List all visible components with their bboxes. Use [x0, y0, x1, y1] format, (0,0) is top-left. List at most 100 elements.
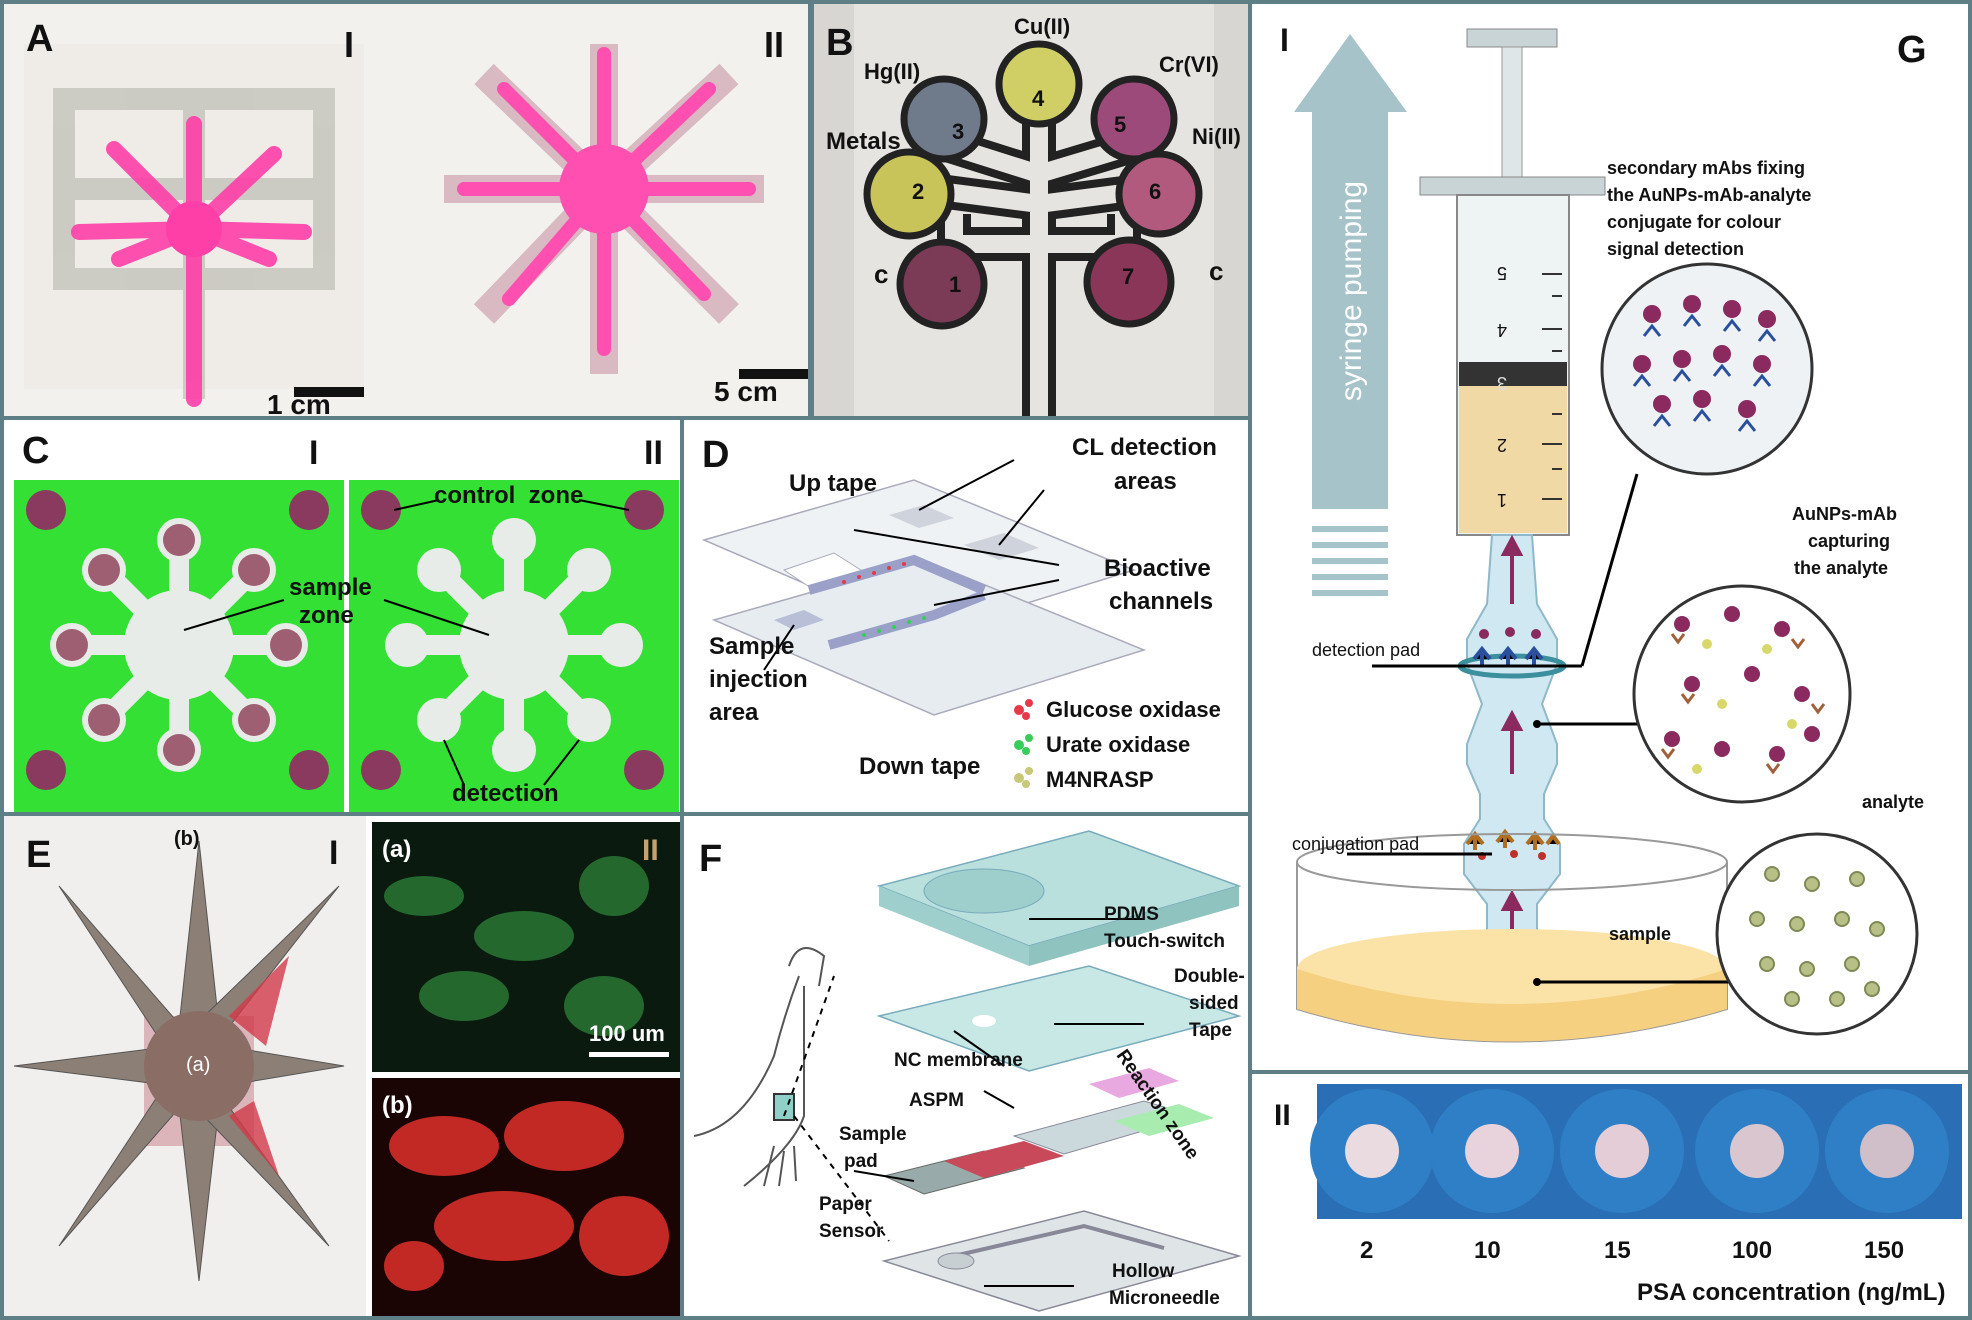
conc-15: 15	[1604, 1237, 1631, 1264]
panel-d-figure	[701, 459, 1147, 788]
paper-sensor-line1: Paper	[819, 1194, 872, 1215]
legend-glucose-icon	[1014, 699, 1033, 720]
panel-a-sub-i: I	[344, 24, 355, 65]
control-left: c	[874, 259, 889, 289]
pdms-line2: Touch-switch	[1104, 931, 1226, 952]
sample-zone-line2: zone	[299, 602, 354, 629]
zone-7: 7	[1122, 264, 1135, 289]
cl-detection-line1: CL detection	[1072, 434, 1217, 461]
panel-d: D Up tape CL detection areas Bioactive c…	[680, 416, 1252, 816]
pdms-line1: PDMS	[1104, 904, 1159, 925]
tape-line2: sided	[1189, 993, 1239, 1014]
analyte-label: analyte	[1862, 792, 1925, 812]
panel-a: A I II 1 cm 5 cm	[0, 0, 812, 420]
panel-e: E (b) I (a) (a) II 100 um (b)	[0, 812, 684, 1320]
sensor-layer	[882, 1068, 1214, 1195]
panel-a-scale-2: 5 cm	[714, 376, 778, 407]
panel-a-sub-ii: II	[764, 24, 785, 65]
zoom-circle-aunp	[1632, 584, 1852, 804]
panel-g-sub-i: I	[1280, 22, 1289, 58]
scale-bar-2	[739, 369, 808, 379]
control-right: c	[1209, 256, 1224, 286]
star-device	[13, 840, 345, 1282]
zone-6: 6	[1149, 179, 1162, 204]
syringe-pumping-label: syringe pumping	[1335, 180, 1368, 402]
detection-label: detection	[452, 780, 559, 807]
tape-line3: Tape	[1189, 1020, 1232, 1041]
device-c-i	[26, 490, 329, 790]
aunp-line1: AuNPs-mAb	[1792, 504, 1898, 524]
tape-layer	[876, 965, 1242, 1072]
zoom-circle-analyte	[1715, 832, 1919, 1036]
device-c-ii	[361, 490, 664, 790]
panel-c-sub-i: I	[309, 434, 319, 472]
label-ni: Ni(II)	[1192, 124, 1241, 149]
legend-urate: Urate oxidase	[1046, 732, 1191, 757]
zone-3: 3	[952, 119, 965, 144]
panel-g: I G syringe pumping secondary mAbs fixin…	[1248, 0, 1972, 1320]
label-metals: Metals	[826, 128, 901, 155]
panel-a-scale-1: 1 cm	[267, 389, 331, 420]
panel-g-sub-ii: II	[1274, 1099, 1291, 1132]
conjugation-pad-label: conjugation pad	[1292, 834, 1420, 854]
syringe-pumping-arrow	[1294, 34, 1407, 596]
sample-inj-line1: Sample	[709, 633, 795, 660]
secondary-mabs-line1: secondary mAbs fixing	[1607, 158, 1806, 178]
conc-2: 2	[1360, 1237, 1374, 1264]
panel-b: B Cu(II) Hg(II) Cr(VI) Metals Ni(II) 1 2…	[810, 0, 1252, 420]
sample-pad-line1: Sample	[839, 1124, 907, 1145]
sample-beaker	[1296, 833, 1728, 1043]
zone-5: 5	[1114, 112, 1127, 137]
panel-e-figure	[4, 816, 680, 1316]
sample-inj-line3: area	[709, 699, 759, 726]
panel-e-sub-i: I	[329, 834, 339, 872]
panel-e-b: (b)	[382, 1092, 413, 1119]
aunp-line2: capturing	[1808, 531, 1891, 551]
sample-inj-line2: injection	[709, 666, 808, 693]
panel-c-label: C	[22, 430, 50, 472]
control-zone-label: control zone	[434, 482, 584, 509]
ticks-5: 5	[1497, 263, 1508, 283]
panel-e-scale: 100 um	[589, 1021, 665, 1046]
panel-e-label: E	[26, 834, 52, 876]
panel-e-b-star: (b)	[174, 828, 200, 850]
legend-m4nrasp-icon	[1014, 767, 1033, 788]
bioactive-line2: channels	[1109, 588, 1214, 615]
conjugation-antibodies	[1465, 828, 1561, 850]
zone-2: 2	[912, 179, 925, 204]
panel-e-a-center: (a)	[186, 1054, 211, 1076]
panel-f-figure	[693, 830, 1242, 1312]
ticks-1: 1	[1497, 490, 1508, 510]
detection-pad-label: detection pad	[1312, 640, 1421, 660]
down-tape-label: Down tape	[859, 753, 981, 780]
panel-e-sub-ii: II	[642, 834, 659, 867]
panel-b-label: B	[826, 22, 854, 64]
label-cr: Cr(VI)	[1159, 52, 1219, 77]
pdms-layer	[876, 830, 1242, 966]
sample-zone-line1: sample	[289, 574, 372, 601]
ticks-3: 3	[1497, 373, 1508, 393]
conc-10: 10	[1474, 1237, 1501, 1264]
secondary-mabs-line4: signal detection	[1607, 239, 1745, 259]
nc-membrane-label: NC membrane	[894, 1050, 1023, 1071]
syringe-body	[1419, 28, 1606, 965]
legend-urate-icon	[1014, 734, 1033, 755]
result-discs	[1310, 1089, 1949, 1213]
panel-b-figure	[854, 4, 1214, 416]
panel-c-sub-ii: II	[644, 434, 663, 472]
panel-f-label: F	[699, 838, 723, 880]
panel-a-label: A	[26, 18, 54, 60]
secondary-mabs-line3: conjugate for colour	[1607, 212, 1782, 232]
aspm-label: ASPM	[909, 1090, 964, 1111]
bioactive-line1: Bioactive	[1104, 555, 1211, 582]
microneedle-line1: Hollow	[1112, 1261, 1175, 1282]
zone-1: 1	[949, 272, 962, 297]
secondary-mabs-line2: the AuNPs-mAb-analyte	[1607, 185, 1812, 205]
zoom-circle-secondary	[1600, 262, 1814, 476]
test-zones	[863, 40, 1203, 330]
ticks-4: 4	[1497, 320, 1508, 340]
conc-100: 100	[1732, 1237, 1773, 1264]
detection-antibodies	[1472, 645, 1544, 667]
microneedle-layer	[881, 1210, 1242, 1312]
label-cu: Cu(II)	[1014, 14, 1071, 39]
